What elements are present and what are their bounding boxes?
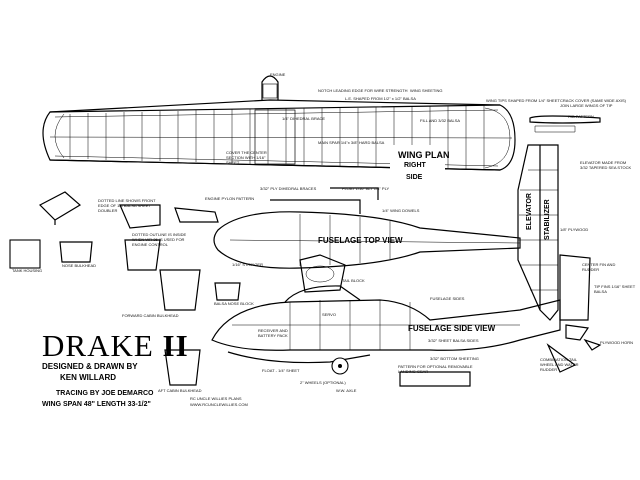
note-tip-fins: TIP FINS 1/16" SHEET BALSA bbox=[594, 284, 636, 294]
designer-line-2: KEN WILLARD bbox=[60, 373, 116, 382]
note-plywood: 1/8" PLYWOOD bbox=[560, 227, 589, 232]
fuselage-side-label: FUSELAGE SIDE VIEW bbox=[408, 324, 496, 333]
note-fuselage-sides: FUSELAGE SIDES bbox=[430, 296, 465, 301]
plan-title-main: DRAKE bbox=[42, 328, 154, 363]
wing-plan-drawing bbox=[42, 75, 516, 187]
designer-line-1: DESIGNED & DRAWN BY bbox=[42, 362, 138, 371]
tail-drawing bbox=[517, 144, 602, 373]
note-balsa-nose: BALSA NOSE BLOCK bbox=[214, 301, 254, 306]
note-servo: SERVO bbox=[322, 312, 336, 317]
note-receiver: RECEIVER AND BATTERY PACK bbox=[258, 328, 288, 338]
note-tail-block: TAIL BLOCK bbox=[342, 278, 365, 283]
wing-side-label: SIDE bbox=[406, 174, 423, 181]
note-wing-tips: WING TIPS SHAPED FROM 1/4" SHEET bbox=[486, 98, 560, 103]
elevator-label: ELEVATOR bbox=[526, 193, 533, 230]
rib-pattern-drawing bbox=[529, 115, 601, 133]
note-ply-horn: PLYWOOD HORN bbox=[600, 340, 634, 345]
note-dotted-outline: DOTTED OUTLINE IS INSIDE WHEN WR-36 IS U… bbox=[132, 232, 187, 247]
note-engine: ENGINE bbox=[270, 72, 286, 77]
fuselage-side-drawing bbox=[211, 254, 561, 387]
note-removable-gear: PATTERN FOR OPTIONAL REMOVABLE LANDING G… bbox=[398, 364, 473, 374]
note-wheel: 2" WHEELS (OPTIONAL) bbox=[300, 380, 346, 385]
fuselage-top-drawing bbox=[213, 187, 521, 269]
credit-line-2: WWW.RCUNCLEWILLIES.COM bbox=[190, 402, 248, 407]
note-spar: MAIN SPAR 1/4"x 3/8" HARD BALSA bbox=[318, 140, 385, 145]
wing-plan-label: WING PLAN bbox=[398, 150, 450, 160]
plan-specs: WING SPAN 48" LENGTH 33-1/2" bbox=[42, 401, 151, 408]
note-le-shaped: L.E. SHAPED FROM 1/2" x 1/2" BALSA bbox=[345, 96, 416, 101]
note-notch: NOTCH LEADING EDGE FOR WIRE STRENGTH bbox=[318, 88, 408, 93]
note-float-sheet: FLOAT 1/16" ALT 1/8" PLY bbox=[342, 186, 390, 191]
note-ply-dihedral: 3/32" PLY DIHEDRAL BRACES bbox=[260, 186, 317, 191]
note-fwd-cabin: FORWARD CABIN BULKHEAD bbox=[122, 313, 179, 318]
plan-title-numeral: II bbox=[162, 328, 189, 363]
note-nose-bulkhead: NOSE BULKHEAD bbox=[62, 263, 97, 268]
note-wing-dowels: 1/4" WING DOWELS bbox=[382, 208, 420, 213]
note-elevator-made: ELEVATOR MADE FROM 3/32 TAPERED SEA STOC… bbox=[580, 160, 632, 170]
note-engine-pylon: ENGINE PYLON PATTERN bbox=[205, 196, 255, 201]
note-wing-sheeting: WING SHEETING bbox=[410, 88, 443, 93]
note-tank-housing: TANK HOUSING bbox=[12, 268, 43, 273]
bulkheads-drawing bbox=[9, 191, 241, 386]
stabilizer-label: STABILIZER bbox=[544, 199, 551, 240]
credit-line-1: RC UNCLE WILLIES PLANS bbox=[190, 396, 242, 401]
note-center-fin: CENTER FIN AND RUDDER bbox=[582, 262, 616, 272]
fuselage-top-label: FUSELAGE TOP VIEW bbox=[318, 236, 403, 245]
note-crack-cover: CRACK COVER (SAME WIDE AXIS) JOIN LARGE … bbox=[560, 98, 627, 108]
note-aft-cabin: AFT CABIN BULKHEAD bbox=[158, 388, 202, 393]
tracing-credit: TRACING BY JOE DEMARCO bbox=[56, 390, 154, 397]
note-dihedral-brace: 1/4" DIHEDRAL BRACE bbox=[282, 116, 326, 121]
note-rib-pattern: RIB PATTERN bbox=[568, 114, 594, 119]
note-combination-tail: COMBINATION TAIL WHEEL AND WATER RUDDER bbox=[540, 357, 579, 372]
plan-title: DRAKE II bbox=[42, 328, 189, 364]
note-wire-axle: W.W. AXLE bbox=[336, 388, 357, 393]
note-fill-sheet: FILL AND 3/32 BALSA bbox=[420, 118, 461, 123]
note-stringer: 1/16" STRINGER bbox=[232, 262, 263, 267]
note-float-block: FLOAT - 1/4" SHEET bbox=[262, 368, 300, 373]
note-bottom-sheet: 3/32" BOTTOM SHEETING bbox=[430, 356, 479, 361]
note-sheet-sides: 3/32" SHEET BALSA SIDES bbox=[428, 338, 479, 343]
note-dotted-line: DOTTED LINE SHOWS FRONT EDGE OF 1/4 BALS… bbox=[98, 198, 156, 213]
note-center-section: COVER THE CENTER SECTION WITH 1/16" SHEE… bbox=[226, 150, 267, 165]
wing-right-label: RIGHT bbox=[404, 162, 426, 169]
